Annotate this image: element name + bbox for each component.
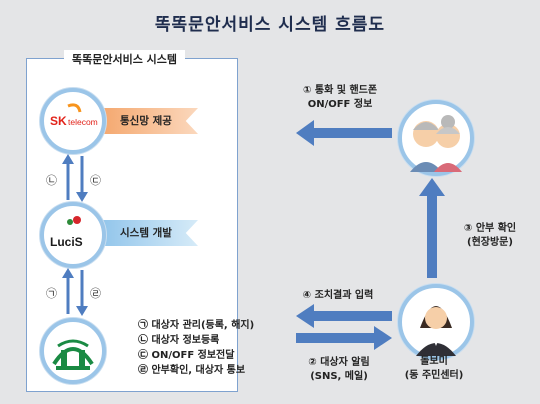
legend-item: ㉡ 대상자 정보등록: [138, 335, 220, 346]
arrow-step3: [419, 178, 445, 278]
sk-logo-main: SK: [50, 114, 67, 128]
sk-telecom-node: SK telecom: [40, 88, 106, 154]
legend-item: ㉢ ON/OFF 정보전달: [138, 350, 235, 361]
caregiver-name: 돌보미: [420, 356, 448, 367]
sk-lucis-arrows: [62, 154, 88, 202]
rel-lucis-gov-left: ㉠: [46, 287, 57, 300]
legend-item: ㉣ 안부확인, 대상자 통보: [138, 365, 246, 376]
step3-line1: ③ 안부 확인: [463, 223, 517, 234]
flow-step3-label: ③ 안부 확인 (현장방문): [450, 222, 530, 249]
rel-lucis-gov-right: ㉣: [90, 287, 101, 300]
rel-sk-lucis-right: ㉢: [90, 174, 101, 187]
rel-sk-lucis-left: ㉡: [46, 174, 57, 187]
elderly-node: [398, 100, 474, 176]
sk-logo-sub: telecom: [68, 117, 98, 127]
sk-role-ribbon: 통신망 제공: [96, 108, 198, 134]
flow-step4-label: ④ 조치결과 입력: [302, 290, 374, 301]
caregiver-icon: [416, 306, 456, 356]
system-panel-title: 똑똑문안서비스 시스템: [64, 50, 186, 68]
lucis-logo: LuciS: [50, 216, 83, 249]
sk-telecom-logo: SK telecom: [50, 103, 98, 128]
elderly-couple-icon: [410, 115, 462, 172]
step1-line1: ① 통화 및 핸드폰: [302, 85, 378, 96]
flow-step2-label: ② 대상자 알림 (SNS, 메일): [286, 356, 392, 383]
relation-legend: ㉠ 대상자 관리(등록, 해지) ㉡ 대상자 정보등록 ㉢ ON/OFF 정보전…: [138, 318, 254, 378]
lucis-role-ribbon: 시스템 개발: [96, 220, 198, 246]
caregiver-node: [398, 284, 474, 360]
lucis-gov-arrows: [62, 268, 88, 316]
lucis-node: LuciS: [40, 202, 106, 268]
arrow-step2: [296, 326, 392, 350]
arrow-step1: [296, 120, 392, 146]
caregiver-org: (동 주민센터): [404, 369, 464, 381]
lucis-role-label: 시스템 개발: [120, 227, 172, 239]
lucis-logo-text: LuciS: [50, 235, 83, 249]
legend-item: ㉠ 대상자 관리(등록, 해지): [138, 320, 255, 331]
step1-line2: ON/OFF 정보: [307, 98, 373, 110]
diagram-title: 똑똑문안서비스 시스템 흐름도: [154, 15, 386, 35]
step3-line2: (현장방문): [467, 236, 513, 248]
step2-line2: (SNS, 메일): [310, 370, 368, 382]
step2-line1: ② 대상자 알림: [308, 357, 370, 368]
sk-role-label: 통신망 제공: [120, 115, 172, 127]
city-hall-node: [40, 318, 106, 384]
arrow-step4: [296, 304, 392, 328]
city-emblem-icon: [52, 339, 94, 370]
caregiver-label: 돌보미 (동 주민센터): [400, 355, 468, 382]
flow-step1-label: ① 통화 및 핸드폰 ON/OFF 정보: [276, 84, 404, 111]
